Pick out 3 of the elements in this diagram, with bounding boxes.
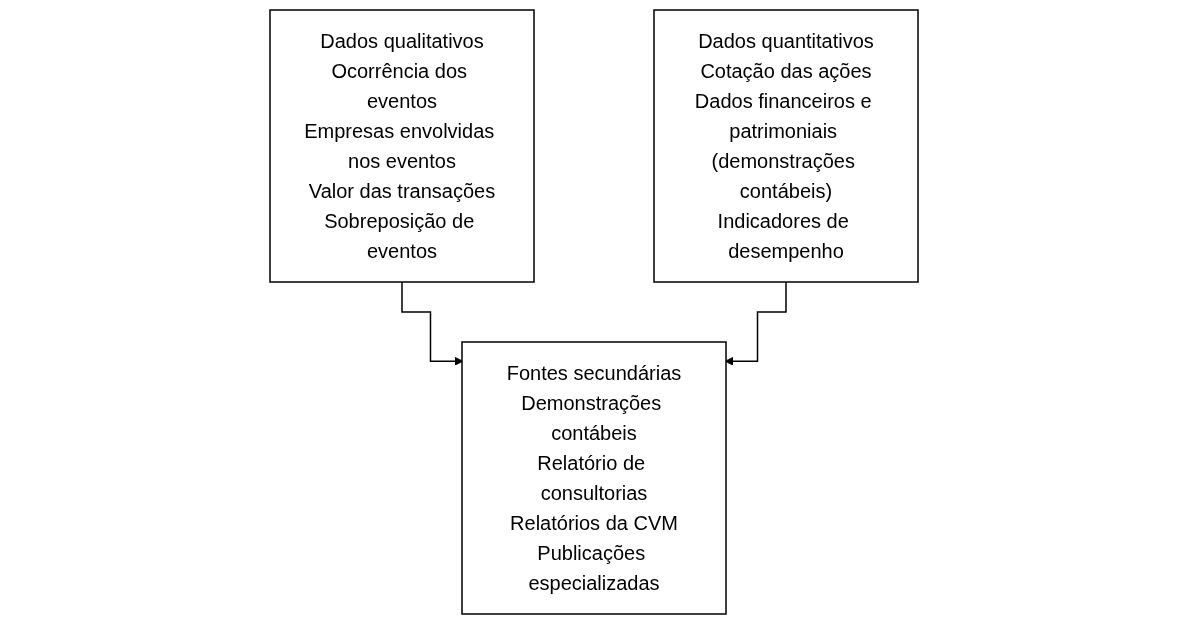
node-box: Dados quantitativos Cotação das ações Dados financeiros e patrimoniais (demonstrações contábeis) Indicadores de desempenho xyxy=(653,9,919,283)
node-box: Fontes secundárias Demonstrações contábeis Relatório de consultorias Relatórios da CVM Publicações especializadas xyxy=(461,341,727,615)
node-box: Dados qualitativos Ocorrência dos eventos Empresas envolvidas nos eventos Valor das transações Sobreposição de eventos xyxy=(269,9,535,283)
